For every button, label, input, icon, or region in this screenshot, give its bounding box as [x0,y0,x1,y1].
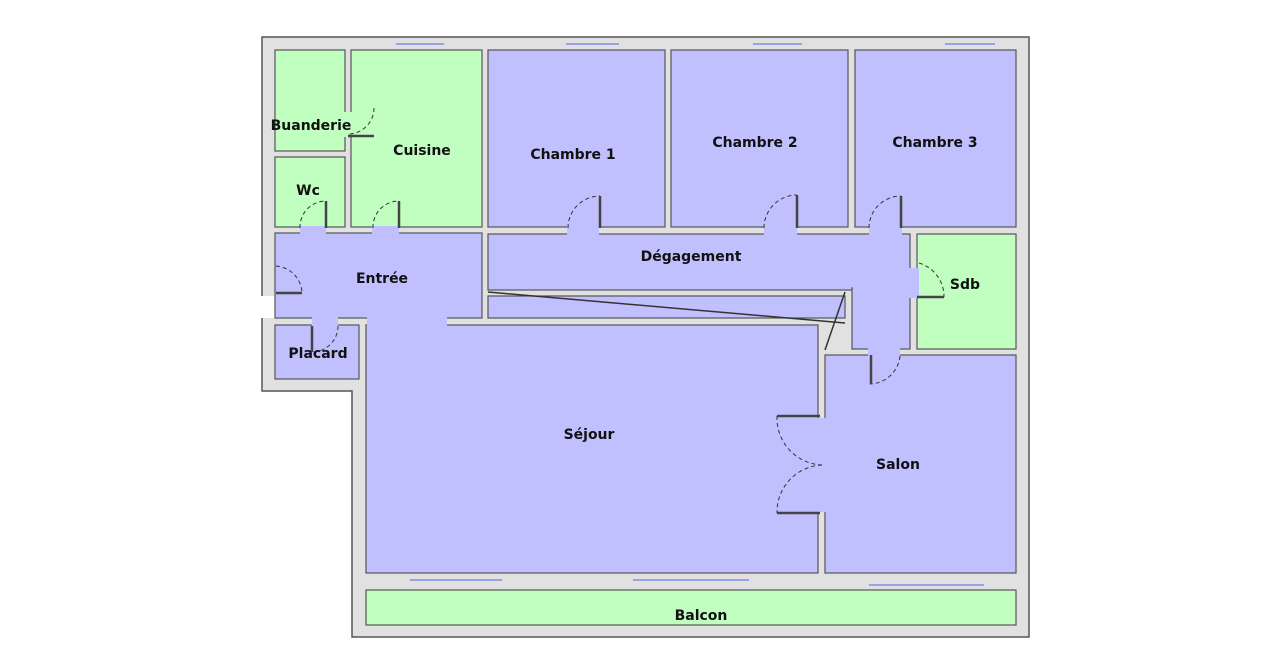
label-chambre-2: Chambre 2 [712,135,797,151]
room-cuisine [350,49,483,228]
windows [396,43,995,586]
room-balcon [365,589,1017,626]
room-chambre-2 [670,49,849,228]
room-chambre-1 [487,49,666,228]
label-sejour: Séjour [564,427,615,443]
label-wc: Wc [296,183,320,199]
entrance-opening [261,296,275,318]
label-balcon: Balcon [675,608,728,624]
label-placard: Placard [288,346,347,362]
room-entree [274,232,819,574]
label-chambre-1: Chambre 1 [530,147,615,163]
label-buanderie: Buanderie [271,118,352,134]
room-sejour [365,324,819,574]
label-sdb: Sdb [950,277,980,293]
label-cuisine: Cuisine [393,143,451,159]
label-degagement: Dégagement [641,249,742,265]
room-buanderie [274,49,346,152]
door-swings [275,107,945,515]
label-chambre-3: Chambre 3 [892,135,977,151]
closet-diagonals [487,291,846,351]
label-salon: Salon [876,457,920,473]
room-chambre-3 [854,49,1017,228]
room-salon [824,354,1017,574]
room-sdb [916,233,1017,350]
label-entree: Entrée [356,271,408,287]
